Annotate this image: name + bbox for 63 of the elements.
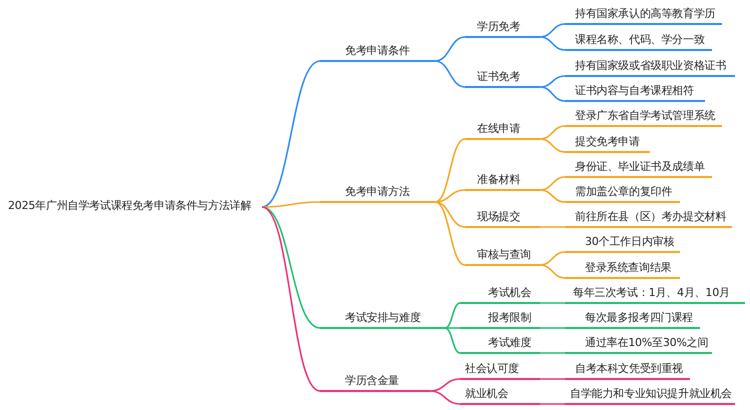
- topic-label: 课程名称、代码、学分一致: [565, 31, 712, 51]
- topic-label: 在线申请: [465, 120, 540, 140]
- topic-label: 社会认可度: [460, 360, 540, 380]
- branch-line: [540, 352, 565, 354]
- topic-label: 考试安排与难度: [320, 309, 445, 329]
- branch-line: [262, 206, 320, 329]
- branch-line: [540, 327, 565, 329]
- topic-label: 自考本科文凭受到重视: [565, 360, 690, 380]
- branch-line: [540, 86, 566, 102]
- topic-label: 自学能力和专业知识提升就业机会: [565, 385, 736, 405]
- branch-line: [540, 23, 566, 38]
- topic-label: 免考申请条件: [320, 42, 435, 62]
- branch-line: [434, 201, 466, 266]
- branch-line: [445, 327, 460, 329]
- branch-line: [540, 251, 566, 266]
- branch-line: [540, 75, 566, 88]
- branch-line: [434, 138, 466, 203]
- topic-label: 就业机会: [460, 385, 540, 405]
- topic-label: 免考申请方法: [320, 183, 435, 203]
- branch-line: [540, 176, 566, 191]
- topic-label: 通过率在10%至30%之间: [565, 334, 712, 354]
- topic-label: 持有国家承认的高等教育学历: [565, 5, 722, 25]
- topic-label: 需加盖公章的复印件: [565, 183, 680, 203]
- branch-line: [540, 302, 565, 304]
- topic-label: 学历免考: [465, 18, 540, 38]
- topic-label: 证书内容与自考课程相符: [565, 82, 705, 102]
- branch-line: [540, 36, 566, 51]
- branch-line: [430, 390, 460, 405]
- topic-label: 身份证、毕业证书及成绩单: [565, 158, 712, 178]
- branch-line: [262, 206, 320, 392]
- branch-line: [540, 189, 566, 203]
- branch-line: [444, 327, 460, 354]
- topic-label: 审核与查询: [465, 246, 540, 266]
- topic-label: 登录系统查询结果: [565, 259, 680, 279]
- branch-line: [540, 138, 566, 153]
- topic-label: 证书免考: [465, 68, 540, 88]
- branch-line: [430, 378, 460, 392]
- branch-line: [540, 125, 566, 140]
- topic-label: 现场提交: [465, 208, 540, 228]
- topic-label: 持有国家级或省级职业资格证书: [565, 57, 735, 77]
- topic-label: 学历含金量: [320, 372, 430, 392]
- branch-line: [434, 189, 466, 203]
- branch-line: [434, 60, 466, 88]
- topic-label: 提交免考申请: [565, 133, 650, 153]
- branch-line: [434, 201, 466, 228]
- branch-line: [540, 403, 565, 405]
- branch-line: [444, 302, 460, 329]
- topic-label: 前往所在县（区）考办提交材料: [565, 208, 732, 228]
- branch-line: [540, 226, 565, 228]
- topic-label: 报考限制: [460, 309, 540, 329]
- branch-line: [540, 264, 566, 279]
- topic-label: 考试难度: [460, 334, 540, 354]
- branch-line: [434, 36, 466, 62]
- topic-label: 登录广东省自学考试管理系统: [565, 107, 722, 127]
- topic-label: 每年三次考试：1月、4月、10月: [565, 284, 745, 304]
- branch-line: [262, 60, 320, 208]
- topic-label: 每次最多报考四门课程: [565, 309, 700, 329]
- topic-label: 准备材料: [465, 171, 540, 191]
- topic-label: 30个工作日内审核: [565, 233, 680, 253]
- branch-line: [540, 378, 565, 380]
- topic-label: 考试机会: [460, 284, 540, 304]
- branch-line: [262, 201, 320, 208]
- root-topic: 2025年广州自学考试课程免考申请条件与方法详解: [5, 197, 262, 217]
